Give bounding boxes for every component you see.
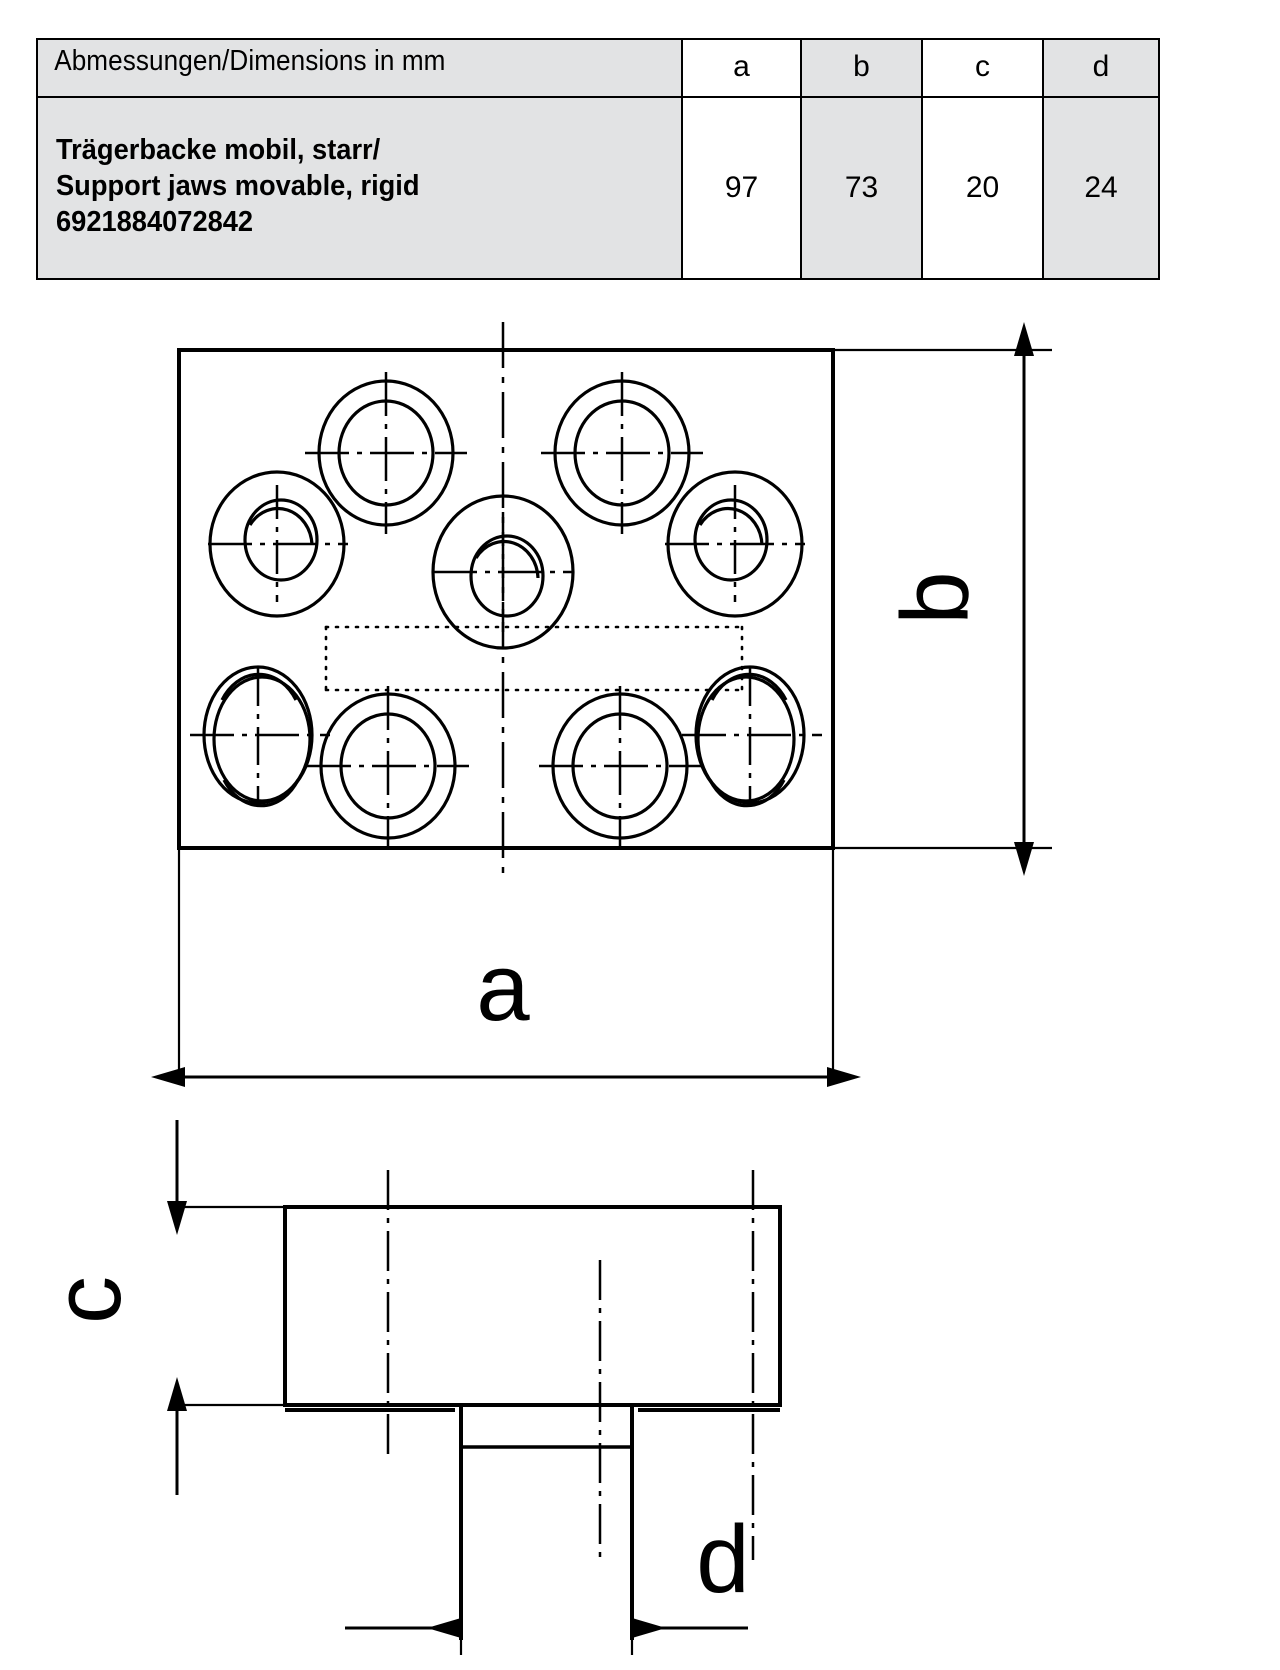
side-view-group	[167, 1120, 782, 1655]
hole-top-right	[541, 372, 703, 534]
hole-top-left	[305, 372, 467, 534]
value-d: 24	[1042, 96, 1160, 280]
value-c: 20	[921, 96, 1044, 280]
dimension-c	[167, 1120, 300, 1495]
product-name-de: Trägerbacke mobil, starr/	[56, 134, 381, 167]
hole-middle-left	[208, 470, 348, 618]
header-description-text: Abmessungen/Dimensions in mm	[54, 45, 446, 77]
hole-bottom-right	[539, 686, 701, 848]
value-a: 97	[681, 96, 802, 280]
dimension-c-label: c	[34, 1276, 141, 1324]
hole-bottom-outer-right	[682, 665, 822, 808]
header-col-a: a	[681, 38, 802, 98]
dimension-a	[151, 848, 861, 1087]
dimension-b	[833, 322, 1052, 876]
table-header-row: Abmessungen/Dimensions in mm a b c d	[36, 38, 1160, 98]
dimensions-table: Abmessungen/Dimensions in mm a b c d Trä…	[36, 38, 1160, 280]
header-description-cell: Abmessungen/Dimensions in mm	[36, 38, 683, 98]
boss-outline	[459, 1405, 634, 1640]
product-description-cell: Trägerbacke mobil, starr/ Support jaws m…	[36, 96, 683, 280]
table-row: Trägerbacke mobil, starr/ Support jaws m…	[36, 96, 1160, 280]
header-col-c: c	[921, 38, 1044, 98]
article-number: 6921884072842	[56, 205, 254, 238]
hole-bottom-left	[307, 686, 469, 848]
dimension-b-label: b	[882, 571, 989, 624]
bolt-pattern-guide	[324, 625, 744, 692]
dimension-a-label: a	[476, 934, 530, 1041]
dimension-d	[345, 1440, 748, 1655]
hole-center	[431, 494, 575, 650]
header-col-b: b	[800, 38, 923, 98]
header-col-d: d	[1042, 38, 1160, 98]
hole-middle-right	[665, 470, 805, 618]
top-view-group	[151, 322, 1052, 1087]
product-name-en: Support jaws movable, rigid	[56, 170, 420, 203]
value-b: 73	[800, 96, 923, 280]
hole-bottom-outer-left	[190, 665, 330, 808]
dimension-d-label: d	[696, 1506, 749, 1613]
plate-outline-top-view	[177, 348, 835, 850]
plate-body-side-view	[283, 1205, 782, 1407]
